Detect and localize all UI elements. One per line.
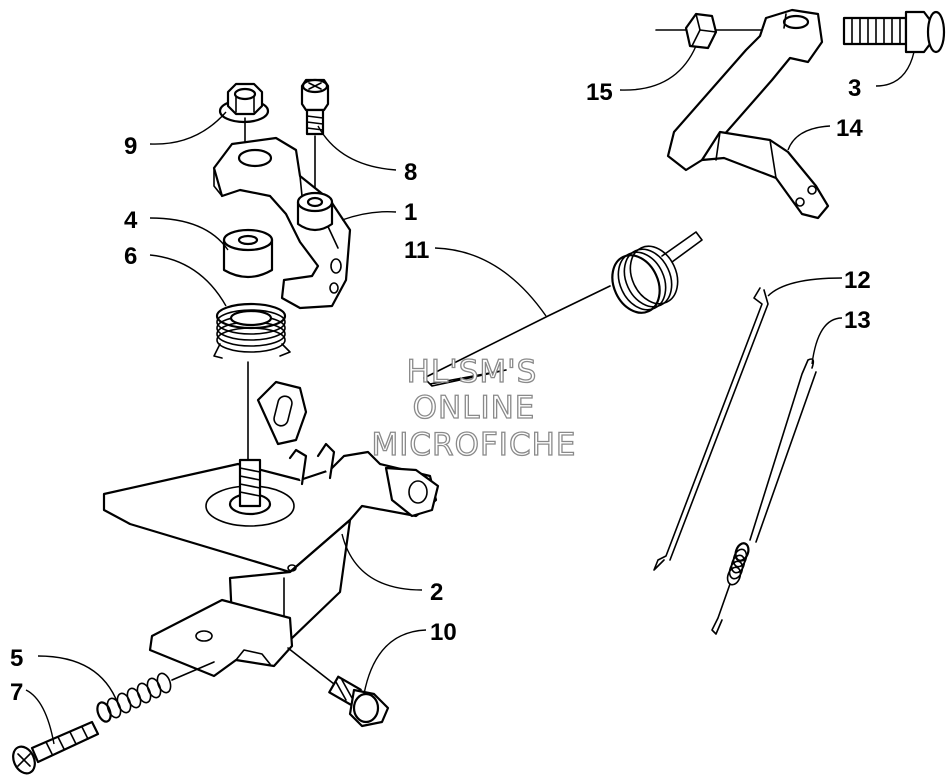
axis-line — [287, 647, 335, 685]
watermark-line-1: HL'SM'S — [407, 354, 538, 390]
leader-12 — [767, 277, 843, 297]
watermark: HL'SM'S ONLINE MICROFICHE — [371, 353, 577, 463]
leader-15 — [619, 45, 697, 91]
part-10-bolt — [328, 675, 390, 728]
part-8-bolt — [300, 78, 330, 136]
leader-1 — [341, 210, 397, 221]
callout-4: 4 — [124, 207, 138, 234]
leader-11 — [434, 247, 547, 317]
callout-12: 12 — [844, 267, 871, 294]
callout-3: 3 — [848, 75, 861, 102]
leader-lines — [25, 45, 915, 745]
leader-10 — [363, 629, 427, 695]
watermark-line-3: MICROFICHE — [372, 427, 577, 463]
leader-6 — [149, 254, 227, 307]
part-7-screw — [12, 720, 100, 775]
callout-14: 14 — [836, 115, 863, 142]
leader-9 — [149, 111, 227, 145]
part-5-compression-spring — [96, 672, 172, 723]
callout-13: 13 — [844, 307, 871, 334]
part-2-mounting-bracket — [102, 380, 440, 678]
callout-11: 11 — [404, 237, 429, 264]
leader-5 — [37, 655, 119, 705]
watermark-line-2: ONLINE — [413, 390, 536, 426]
part-3-bolt — [842, 10, 946, 54]
callout-5: 5 — [10, 645, 23, 672]
callout-7: 7 — [10, 679, 23, 706]
leader-14 — [787, 125, 831, 151]
part-1-lever-bracket — [212, 136, 352, 310]
part-14-lever-arm — [666, 8, 830, 220]
callout-10: 10 — [430, 619, 457, 646]
part-15-nut — [684, 12, 718, 50]
part-11-return-spring — [423, 231, 703, 387]
leader-7 — [25, 689, 55, 745]
callout-6: 6 — [124, 243, 137, 270]
part-9-flange-nut — [218, 82, 270, 124]
part-4-collar — [222, 228, 274, 279]
leader-8 — [317, 125, 397, 171]
callout-2: 2 — [430, 579, 443, 606]
callout-15: 15 — [586, 79, 613, 106]
callout-8: 8 — [404, 159, 417, 186]
part-12-rod — [653, 287, 769, 571]
leader-2 — [341, 533, 423, 591]
part-6-torsion-spring — [213, 302, 291, 359]
leader-13 — [811, 317, 843, 365]
callout-9: 9 — [124, 133, 137, 160]
axis-line — [171, 661, 215, 681]
callout-1: 1 — [404, 199, 417, 226]
part-13-spring-rod — [711, 358, 817, 635]
leader-3 — [875, 51, 915, 87]
callout-labels: 1 2 3 4 5 6 7 8 9 10 11 12 13 14 15 — [10, 75, 871, 706]
leader-4 — [149, 217, 229, 251]
